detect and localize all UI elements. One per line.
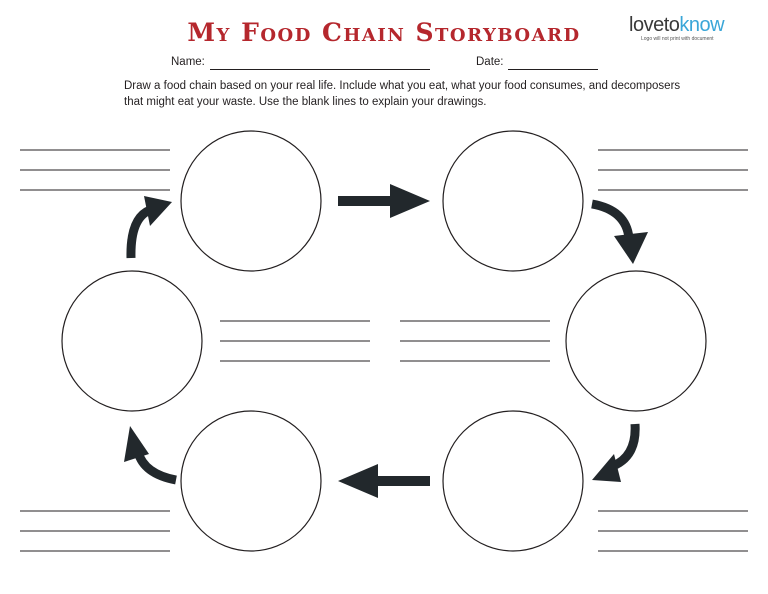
- writing-lines-bottom-left[interactable]: [20, 510, 170, 552]
- writing-lines-top-right[interactable]: [598, 149, 748, 191]
- name-field[interactable]: [210, 69, 430, 70]
- drawing-circle-6[interactable]: [61, 270, 203, 412]
- instructions: Draw a food chain based on your real lif…: [124, 80, 681, 108]
- arrow-left-icon: [338, 464, 430, 498]
- name-label: Name:: [171, 56, 205, 68]
- arrow-right-icon: [338, 184, 430, 218]
- drawing-circle-3[interactable]: [565, 270, 707, 412]
- writing-lines-top-left[interactable]: [20, 149, 170, 191]
- date-label: Date:: [476, 56, 504, 68]
- logo-note: Logo will not print with document: [641, 36, 714, 42]
- curved-arrow-up-right-icon: [126, 205, 153, 259]
- date-field[interactable]: [508, 69, 598, 70]
- writing-lines-bottom-right[interactable]: [598, 510, 748, 552]
- drawing-circle-5[interactable]: [180, 410, 322, 552]
- drawing-circle-1[interactable]: [180, 130, 322, 272]
- writing-lines-middle-right[interactable]: [400, 320, 550, 362]
- page-title: My Food Chain Storyboard: [187, 18, 581, 47]
- curved-arrow-up-left-icon: [133, 450, 177, 485]
- curved-arrow-down-left-icon: [611, 423, 640, 471]
- drawing-circle-2[interactable]: [442, 130, 584, 272]
- logo-word-blue: know: [679, 14, 725, 36]
- logo-word-dark: loveto: [629, 14, 680, 36]
- writing-lines-middle-left[interactable]: [220, 320, 370, 362]
- drawing-circle-4[interactable]: [442, 410, 584, 552]
- lovetoknow-logo: lovetoknow Logo will not print with docu…: [629, 14, 741, 42]
- curved-arrow-down-right-icon: [591, 199, 634, 239]
